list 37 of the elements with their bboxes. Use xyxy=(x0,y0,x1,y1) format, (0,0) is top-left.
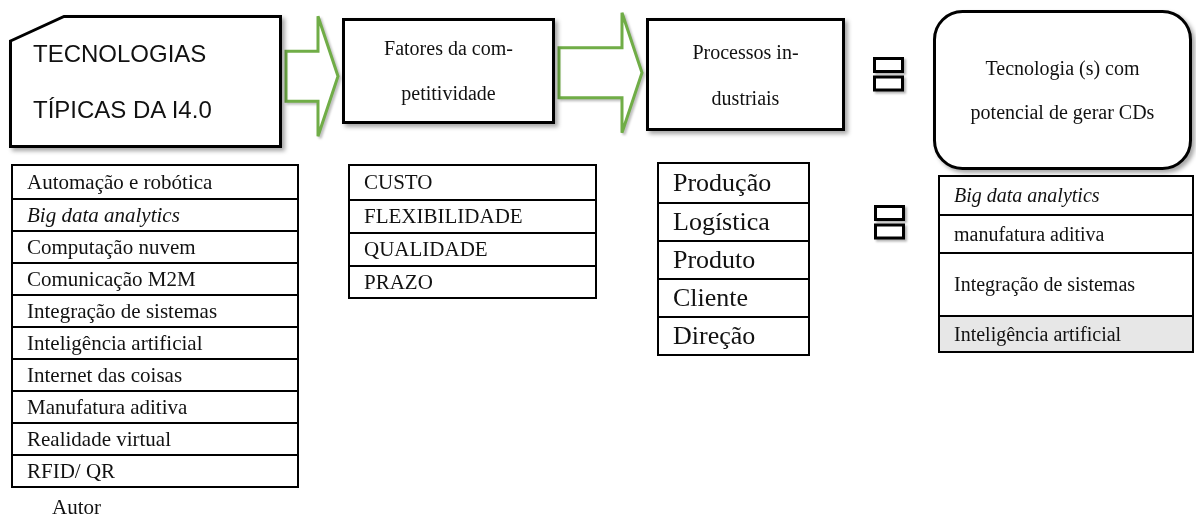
table-cell: Big data analytics xyxy=(13,198,297,230)
list-table xyxy=(938,175,1194,353)
table-cell: FLEXIBILIDADE xyxy=(350,199,595,232)
box-label: TECNOLOGIAS TÍPICAS DA I4.0 xyxy=(33,39,213,125)
process-box xyxy=(342,18,555,124)
table-cell: Produto xyxy=(659,240,808,278)
list-table xyxy=(348,164,597,299)
table-cell: RFID/ QR xyxy=(13,454,297,486)
list-table xyxy=(11,164,299,488)
table-cell: Comunicação M2M xyxy=(13,262,297,294)
box-label: Processos in- dustriais xyxy=(691,39,800,111)
process-box xyxy=(646,18,845,131)
table-cell: Manufatura aditiva xyxy=(13,390,297,422)
table-cell: QUALIDADE xyxy=(350,232,595,265)
block-arrow xyxy=(284,14,340,138)
table-cell: Direção xyxy=(659,316,808,354)
snipped-corner-box xyxy=(9,15,282,148)
table-cell: PRAZO xyxy=(350,265,595,297)
table-cell-text: Produção xyxy=(672,167,773,200)
table-cell: manufatura aditiva xyxy=(940,214,1192,252)
table-cell: Computação nuvem xyxy=(13,230,297,262)
block-arrow xyxy=(557,11,644,135)
rounded-box xyxy=(933,10,1192,170)
table-cell-text: Big data analytics xyxy=(953,183,1101,209)
table-cell: Logística xyxy=(659,202,808,240)
table-cell: Realidade virtual xyxy=(13,422,297,454)
table-cell-text: CUSTO xyxy=(363,169,434,197)
table-cell-text: Automação e robótica xyxy=(26,168,214,196)
table-cell: Inteligência artificial xyxy=(940,315,1192,351)
table-cell: Inteligência artificial xyxy=(13,326,297,358)
box-label: Fatores da com- petitividade xyxy=(383,36,514,107)
table-cell: Internet das coisas xyxy=(13,358,297,390)
table-cell: Cliente xyxy=(659,278,808,316)
list-table xyxy=(657,162,810,356)
box-label: Tecnologia (s) com potencial de gerar CDs xyxy=(969,56,1156,126)
table-cell: Integração de sistemas xyxy=(13,294,297,326)
source-note: Autor xyxy=(52,495,101,520)
